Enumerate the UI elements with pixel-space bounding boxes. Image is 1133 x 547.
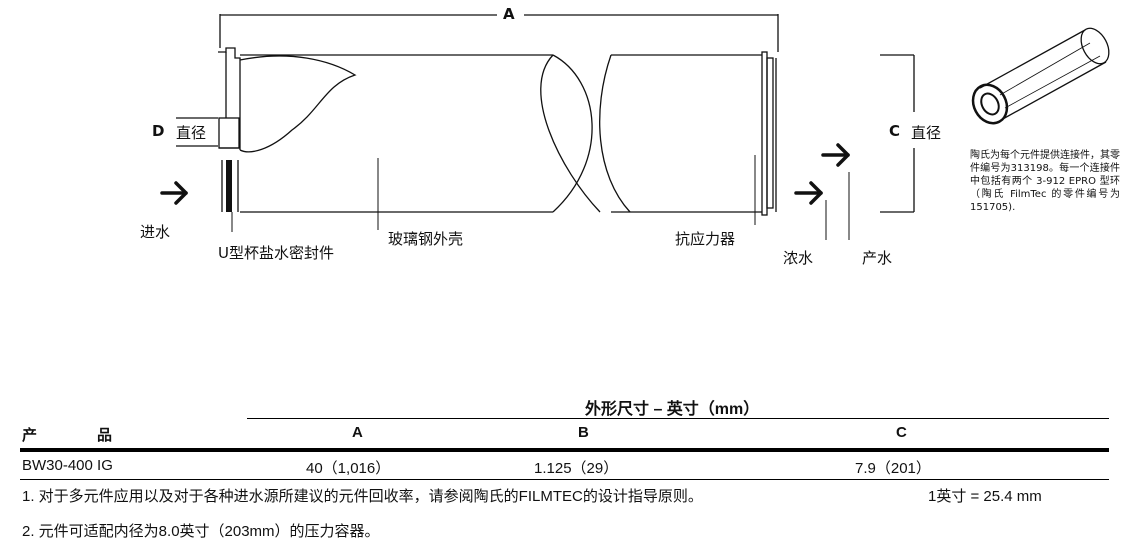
header-a: A	[352, 424, 363, 441]
dimension-d-ticks	[176, 117, 218, 147]
u-cup-seal	[226, 160, 232, 212]
row-product: BW30-400 IG	[22, 457, 113, 474]
unit-conversion: 1英寸 = 25.4 mm	[928, 488, 1042, 505]
caption-rule	[247, 418, 1109, 419]
feed-arrow-icon	[160, 181, 188, 205]
shell-label: 玻璃钢外壳	[388, 230, 464, 248]
header-b: B	[578, 424, 589, 441]
row-c: 7.9（201）	[855, 460, 931, 477]
membrane-element-diagram	[160, 14, 1110, 240]
left-end-cap	[218, 47, 241, 212]
table-caption: 外形尺寸 – 英寸（mm）	[585, 401, 760, 418]
fiberglass-shell-left	[239, 54, 601, 213]
concentrate-arrow-icon	[794, 181, 823, 205]
permeate-label: 产水	[862, 249, 893, 267]
dimension-a-label: A	[503, 5, 515, 23]
row-rule	[20, 479, 1109, 480]
dimension-d-text: 直径	[176, 124, 207, 142]
connector-note: 陶氏为每个元件提供连接件，其零件编号为313198。每一个连接件中包括有两个 3…	[970, 150, 1120, 213]
u-cup-seal-label: U型杯盐水密封件	[218, 244, 334, 262]
dimension-a-bracket	[219, 14, 779, 52]
dimension-c-text: 直径	[911, 124, 942, 142]
dimension-d-label: D	[152, 122, 165, 140]
atd-label: 抗应力器	[675, 230, 736, 248]
header-product: 产 品	[22, 427, 113, 444]
fiberglass-shell-right	[599, 54, 762, 213]
header-c: C	[896, 424, 907, 441]
anti-telescoping-device	[761, 51, 777, 216]
permeate-arrow-icon	[821, 143, 850, 167]
row-a: 40（1,016）	[306, 460, 391, 477]
footnote-2: 2. 元件可适配内径为8.0英寸（203mm）的压力容器。	[22, 523, 380, 540]
concentrate-label: 浓水	[783, 249, 814, 267]
footnote-1: 1. 对于多元件应用以及对于各种进水源所建议的元件回收率，请参阅陶氏的FILMT…	[22, 488, 703, 505]
feed-label: 进水	[140, 223, 171, 241]
element-thumbnail-icon	[971, 27, 1110, 125]
header-rule	[20, 448, 1109, 452]
dimension-c-bracket	[880, 54, 915, 213]
leader-lines	[231, 155, 850, 240]
dimension-c-label: C	[889, 122, 901, 140]
row-b: 1.125（29）	[534, 460, 619, 477]
